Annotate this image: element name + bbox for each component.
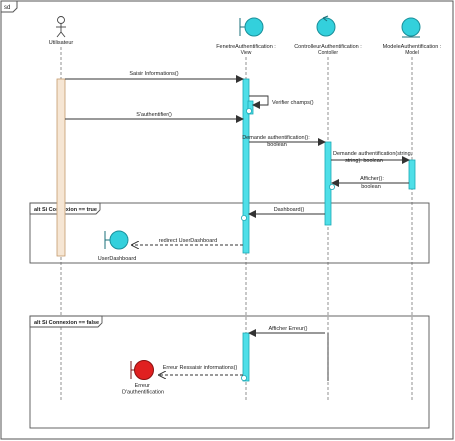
message-label-demande-view: Demande authentification():	[242, 135, 310, 141]
return-anchor	[328, 183, 335, 190]
activation-view-error[interactable]	[242, 332, 250, 382]
participant-stereotype-ctrl: Contoller	[318, 50, 338, 56]
participant-name-ctrl: ControlleurAuthentification :	[294, 44, 362, 50]
message-label-afficher-model-return: boolean	[361, 184, 381, 190]
user-dashboard-boundary-icon[interactable]	[104, 230, 129, 250]
alt-fragment-false-label: alt Si Connexion == false	[34, 320, 99, 326]
message-label-redirect: redirect UserDashboard	[159, 238, 217, 244]
activation-ctrl[interactable]	[324, 141, 332, 226]
message-label-saisir: Saisir Informations()	[129, 71, 178, 77]
participant-stereotype-model: Model	[405, 50, 419, 56]
participant-name-model: ModeleAuthentification :	[383, 44, 442, 50]
actor-icon[interactable]	[56, 16, 66, 38]
message-label-verifier: Verifier champs()	[272, 100, 314, 106]
boundary-icon[interactable]	[239, 17, 264, 37]
message-label-authentifier: S'authentifier()	[136, 112, 172, 118]
return-anchor	[240, 374, 247, 381]
entity-icon[interactable]	[401, 17, 421, 38]
activation-user	[56, 78, 66, 257]
alt-fragment-false	[29, 315, 430, 429]
alt-fragment-false-tag	[29, 315, 103, 328]
participant-name-user: Utilisateur	[49, 40, 74, 46]
control-icon[interactable]	[316, 15, 336, 37]
alt-fragment-true	[29, 202, 430, 264]
message-label-demande-ctrl-return: string): boolean	[345, 158, 383, 164]
message-label-dashboard: Dashboard()	[274, 207, 305, 213]
alt-fragment-true-label: alt Si Connexion == true	[34, 207, 97, 213]
activation-view-main[interactable]	[242, 78, 250, 254]
message-label-erreur: Erreur Ressaisir informations()	[163, 365, 238, 371]
participant-name-view: FenetreAuthentification :	[216, 44, 276, 50]
created-name-erreur: Erreur D'authentification	[122, 383, 164, 396]
activation-model[interactable]	[408, 159, 416, 190]
message-label-afficher-erreur: Afficher Erreur()	[268, 326, 307, 332]
created-name-erreur-line1: Erreur	[135, 383, 150, 389]
return-anchor	[240, 214, 247, 221]
message-label-afficher-model: Afficher():	[360, 176, 384, 182]
frame-tag-box	[0, 0, 18, 13]
frame-tag: sd	[4, 5, 10, 11]
error-boundary-icon[interactable]	[130, 360, 154, 380]
created-name-userdashboard: UserDashboard	[98, 256, 137, 262]
message-arrow-verifier[interactable]	[249, 95, 269, 109]
return-anchor	[245, 108, 252, 115]
message-label-demande-ctrl: Demande authentification(string,	[333, 151, 413, 157]
created-name-erreur-line2: D'authentification	[122, 390, 164, 396]
message-label-demande-view-return: boolean	[267, 142, 287, 148]
participant-stereotype-view: View	[241, 50, 252, 56]
